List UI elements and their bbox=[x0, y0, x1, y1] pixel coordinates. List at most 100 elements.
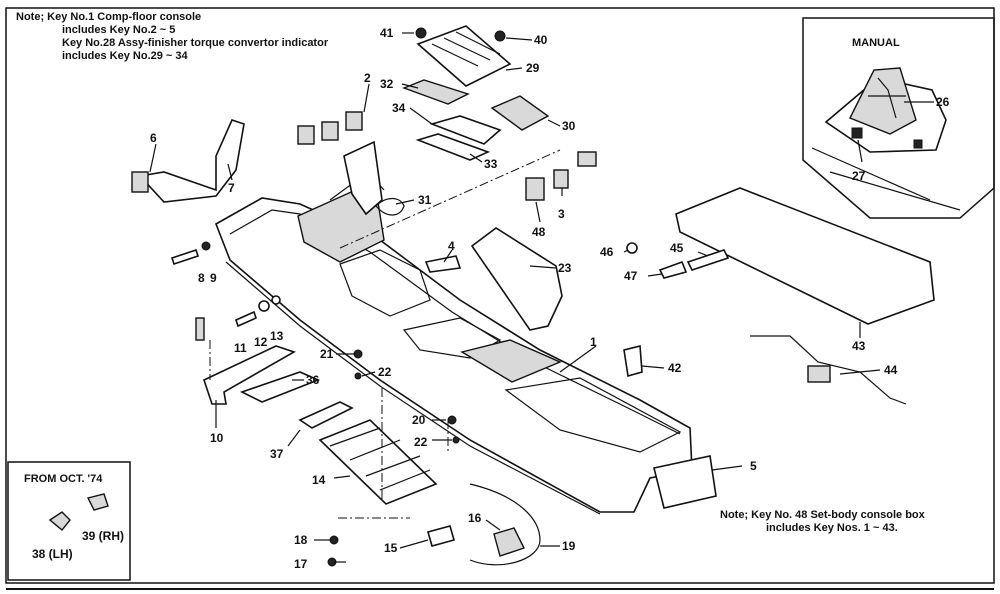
callout-21: 21 bbox=[320, 347, 334, 361]
part-37-plate bbox=[298, 401, 354, 429]
callout-41: 41 bbox=[380, 26, 394, 40]
part-11-bolt bbox=[235, 310, 257, 328]
callout-34: 34 bbox=[392, 101, 406, 115]
callout-32: 32 bbox=[380, 77, 394, 91]
part-33-strip bbox=[415, 133, 491, 161]
callout-5: 5 bbox=[750, 459, 757, 473]
part-3-switch bbox=[553, 169, 569, 189]
callout-46: 46 bbox=[600, 245, 614, 259]
part-7-bracket bbox=[138, 119, 245, 203]
callout-18: 18 bbox=[294, 533, 308, 547]
part-22-screw-b bbox=[452, 436, 460, 444]
callout-17: 17 bbox=[294, 557, 308, 571]
callout-7: 7 bbox=[228, 181, 235, 195]
note-line-3: Key No.28 Assy-finisher torque convertor… bbox=[62, 37, 329, 49]
callout-4: 4 bbox=[448, 239, 455, 253]
callout-10: 10 bbox=[210, 431, 224, 445]
part-47-pin bbox=[658, 260, 688, 279]
part-32-strip bbox=[402, 79, 470, 105]
part-38-clip bbox=[48, 511, 71, 531]
callout-15: 15 bbox=[384, 541, 398, 555]
part-3-lamp bbox=[577, 151, 597, 167]
callout-3: 3 bbox=[558, 207, 565, 221]
part-31-grommet bbox=[375, 197, 405, 216]
callout-33: 33 bbox=[484, 157, 498, 171]
callout-47: 47 bbox=[624, 269, 638, 283]
callout-11: 11 bbox=[234, 341, 247, 355]
part-43-console-lid bbox=[675, 187, 935, 325]
callout-8: 8 bbox=[198, 271, 205, 285]
part-46-spring bbox=[626, 242, 638, 254]
part-4-bracket bbox=[424, 255, 462, 273]
manual-inset: MANUAL bbox=[802, 17, 995, 219]
callout-20: 20 bbox=[412, 413, 426, 427]
part-30-slider bbox=[490, 95, 550, 131]
floor-console-body bbox=[215, 140, 693, 515]
callout-22-upper: 22 bbox=[378, 365, 392, 379]
part-18-nut bbox=[329, 535, 339, 545]
note-br-line-1: Note; Key No. 48 Set-body console box bbox=[720, 509, 925, 521]
callout-45: 45 bbox=[670, 241, 684, 255]
part-29-indicator-plate bbox=[416, 25, 512, 87]
part-22-screw-a bbox=[354, 372, 362, 380]
part-6-stay bbox=[131, 171, 149, 193]
part-48-switch bbox=[525, 177, 545, 201]
note-line-2: includes Key No.2 ~ 5 bbox=[62, 24, 176, 36]
part-bolt-upright bbox=[195, 317, 205, 341]
part-9-washer bbox=[201, 241, 211, 251]
part-19-cable bbox=[469, 483, 541, 566]
part-15-clip bbox=[427, 525, 455, 547]
callout-42: 42 bbox=[668, 361, 682, 375]
leader-lines bbox=[149, 32, 934, 563]
part-2-switch-a bbox=[297, 125, 315, 145]
callout-22-lower: 22 bbox=[414, 435, 428, 449]
note-br-line-2: includes Key Nos. 1 ~ 43. bbox=[766, 522, 898, 534]
part-10-bracket bbox=[203, 345, 296, 405]
part-39-clip bbox=[86, 493, 109, 511]
callout-16: 16 bbox=[468, 511, 482, 525]
callout-30: 30 bbox=[562, 119, 576, 133]
from-oct-inset: FROM OCT. '74 bbox=[7, 461, 131, 581]
note-bottom-right: Note; Key No. 48 Set-body console box in… bbox=[720, 509, 925, 535]
manual-inset-title: MANUAL bbox=[852, 37, 900, 49]
part-21-clip bbox=[353, 349, 363, 359]
callout-13: 13 bbox=[270, 329, 284, 343]
callout-12: 12 bbox=[254, 335, 268, 349]
callout-31: 31 bbox=[418, 193, 432, 207]
assembly-line-1 bbox=[339, 149, 561, 249]
from-oct-inset-title: FROM OCT. '74 bbox=[24, 473, 103, 485]
note-top-left: Note; Key No.1 Comp-floor console includ… bbox=[16, 11, 328, 63]
diagram-frame bbox=[5, 7, 995, 584]
part-45-hinge bbox=[686, 249, 730, 271]
callout-48: 48 bbox=[532, 225, 546, 239]
callout-14: 14 bbox=[312, 473, 326, 487]
callout-37: 37 bbox=[270, 447, 284, 461]
part-41-screw bbox=[415, 27, 427, 39]
callout-labels: 1 2 3 4 5 6 7 8 9 10 11 12 13 14 15 16 1… bbox=[32, 26, 950, 571]
part-12-washer bbox=[258, 300, 270, 312]
callout-29: 29 bbox=[526, 61, 540, 75]
callout-27: 27 bbox=[852, 169, 866, 183]
callout-40: 40 bbox=[534, 33, 548, 47]
callout-44: 44 bbox=[884, 363, 898, 377]
part-23-side-trim bbox=[470, 227, 563, 331]
callout-1: 1 bbox=[590, 335, 597, 349]
part-5-end-cover bbox=[653, 455, 717, 509]
callout-6: 6 bbox=[150, 131, 157, 145]
part-44-harness bbox=[750, 335, 907, 405]
note-line-1: Note; Key No.1 Comp-floor console bbox=[16, 11, 202, 23]
part-13-washer bbox=[271, 295, 281, 305]
callout-26: 26 bbox=[936, 95, 950, 109]
callout-2: 2 bbox=[364, 71, 371, 85]
note-line-4: includes Key No.29 ~ 34 bbox=[62, 50, 188, 62]
part-42-clip bbox=[623, 344, 643, 378]
part-8-bolt bbox=[170, 248, 200, 266]
callout-38-lh: 38 (LH) bbox=[32, 547, 73, 561]
part-2-switch-b bbox=[321, 121, 339, 141]
part-44-connector bbox=[807, 365, 831, 383]
callout-9: 9 bbox=[210, 271, 217, 285]
callout-19: 19 bbox=[562, 539, 576, 553]
part-2-switch-c bbox=[345, 111, 363, 131]
callout-23: 23 bbox=[558, 261, 572, 275]
